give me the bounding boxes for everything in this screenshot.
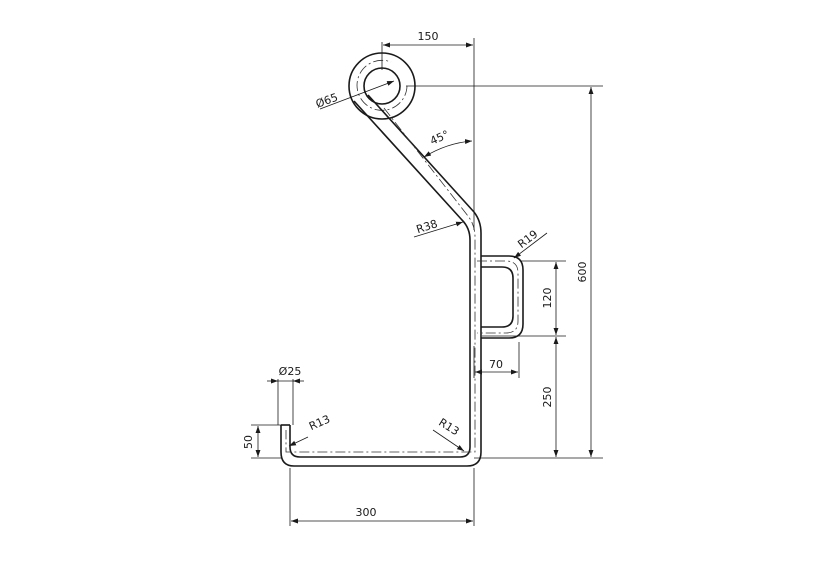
- label-d25: Ø25: [279, 365, 302, 378]
- label-d65: Ø65: [314, 91, 340, 111]
- label-70: 70: [489, 358, 503, 371]
- handle-inner-edge: [481, 266, 514, 328]
- label-r38: R38: [415, 217, 440, 236]
- eye-inner-circle: [363, 67, 401, 105]
- leader-r38: [413, 221, 464, 238]
- dimension-lines: [255, 42, 594, 524]
- dim-45-arc: [423, 139, 473, 158]
- handle-centerline: [477, 260, 519, 334]
- dimension-labels: 150 Ø65 45° R38 R19 120 600 70 Ø25 250 R…: [242, 30, 589, 519]
- tube-inner-edge: [280, 94, 482, 467]
- leader-r13-left: [288, 436, 309, 447]
- part-outline: [280, 52, 524, 467]
- label-50: 50: [242, 435, 255, 449]
- tube-outer-edge: [289, 100, 471, 458]
- label-250: 250: [541, 387, 554, 408]
- label-r13-left: R13: [307, 412, 332, 433]
- leader-r13-right: [432, 429, 465, 452]
- handle-outer-edge: [481, 255, 524, 339]
- label-600: 600: [576, 262, 589, 283]
- label-150: 150: [418, 30, 439, 43]
- label-45: 45°: [428, 128, 451, 148]
- eye-centerline: [356, 59, 408, 111]
- tube-centerline: [285, 107, 476, 453]
- leader-d65: [319, 80, 395, 110]
- label-300: 300: [356, 506, 377, 519]
- label-120: 120: [541, 288, 554, 309]
- extension-lines: [251, 38, 603, 526]
- leader-r19: [513, 232, 548, 259]
